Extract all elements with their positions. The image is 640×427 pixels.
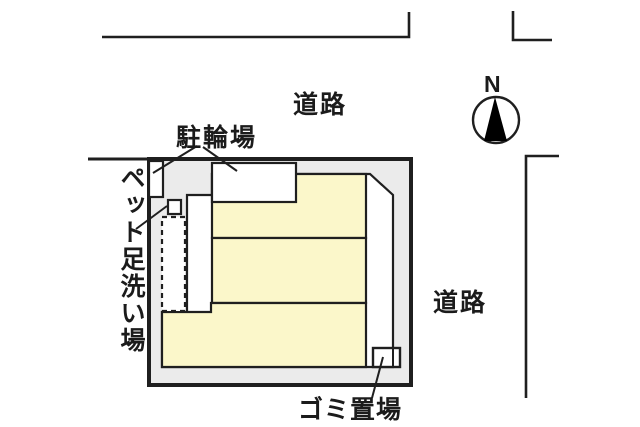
road-line-top-left	[102, 12, 411, 39]
bicycle-parking-label: 駐輪場	[176, 124, 258, 152]
bicycle-parking-side-area	[147, 159, 165, 199]
road-label-right: 道路	[433, 289, 488, 317]
bicycle-leader-right	[202, 146, 238, 172]
road-line-top-right	[511, 11, 552, 42]
bicycle-parking-top-area	[210, 161, 298, 204]
building-section-bottom	[160, 301, 368, 369]
pet-washing-station	[166, 198, 183, 216]
pet-washing-area-dashed	[160, 215, 187, 313]
road-label-top: 道路	[293, 91, 348, 119]
pet-foot-washing-label: ペット足洗い場	[117, 165, 145, 354]
road-line-right	[524, 154, 559, 398]
bicycle-leader-left	[152, 145, 198, 174]
garbage-leader	[371, 356, 384, 399]
compass-north-label: N	[484, 71, 501, 97]
garbage-place-label: ゴミ置場	[298, 396, 403, 424]
compass-needle-icon	[484, 97, 507, 141]
garbage-storage-box	[371, 346, 402, 369]
building-section-middle	[210, 236, 368, 305]
pet-leader	[135, 205, 168, 230]
